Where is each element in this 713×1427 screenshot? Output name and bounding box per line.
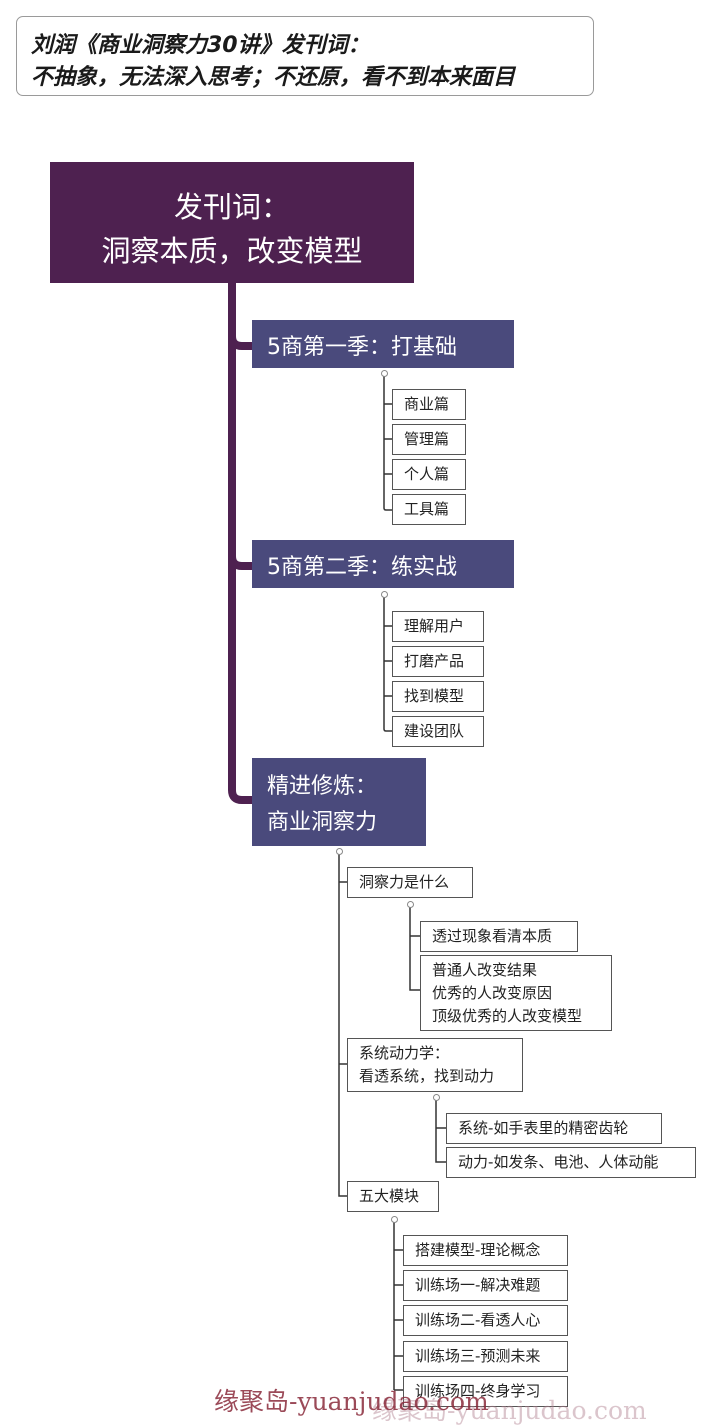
collapse-toggle-icon[interactable] (433, 1094, 440, 1101)
root-node[interactable]: 发刊词： 洞察本质，改变模型 (50, 162, 414, 283)
title-banner: 刘润《商业洞察力30讲》发刊词： 不抽象，无法深入思考；不还原，看不到本来面目 (16, 16, 594, 96)
branch-label-line-1: 精进修炼： (267, 774, 378, 799)
leaf-node[interactable]: 系统-如手表里的精密齿轮 (446, 1113, 662, 1144)
leaf-node[interactable]: 搭建模型-理论概念 (403, 1235, 568, 1266)
branch-node-season-1[interactable]: 5商第一季：打基础 (252, 320, 514, 368)
topic-node[interactable]: 五大模块 (347, 1181, 439, 1212)
leaf-node[interactable]: 商业篇 (392, 389, 466, 420)
title-line-2: 不抽象，无法深入思考；不还原，看不到本来面目 (31, 65, 516, 90)
branch-1-connector (383, 374, 392, 511)
leaf-node[interactable]: 工具篇 (392, 494, 466, 525)
root-node-line-2: 洞察本质，改变模型 (101, 234, 363, 268)
leaf-node[interactable]: 训练场四-终身学习 (403, 1376, 568, 1407)
leaf-node[interactable]: 个人篇 (392, 459, 466, 490)
collapse-toggle-icon[interactable] (391, 1216, 398, 1223)
leaf-node-multiline[interactable]: 普通人改变结果 优秀的人改变原因 顶级优秀的人改变模型 (420, 955, 612, 1031)
leaf-node[interactable]: 训练场一-解决难题 (403, 1270, 568, 1301)
branch-3-connector (338, 852, 347, 1197)
leaf-node[interactable]: 动力-如发条、电池、人体动能 (446, 1147, 696, 1178)
topic-node-multiline[interactable]: 系统动力学： 看透系统，找到动力 (347, 1038, 523, 1092)
leaf-node[interactable]: 打磨产品 (392, 646, 484, 677)
collapse-toggle-icon[interactable] (336, 848, 343, 855)
branch-node-season-2[interactable]: 5商第二季：练实战 (252, 540, 514, 588)
root-node-line-1: 发刊词： (173, 190, 290, 224)
branch-2-connector (383, 595, 392, 732)
leaf-node[interactable]: 建设团队 (392, 716, 484, 747)
sub-1-connector (409, 905, 420, 991)
watermark: 缘聚岛-yuanjudao.com (214, 1387, 489, 1416)
collapse-toggle-icon[interactable] (381, 370, 388, 377)
branch-label: 5商第二季：练实战 (267, 555, 457, 580)
trunk-connector (228, 283, 252, 804)
branch-label-line-2: 商业洞察力 (267, 810, 378, 835)
title-line-1: 刘润《商业洞察力30讲》发刊词： (31, 33, 370, 58)
collapse-toggle-icon[interactable] (381, 591, 388, 598)
trunk-to-branch-2 (228, 555, 252, 570)
leaf-node[interactable]: 找到模型 (392, 681, 484, 712)
leaf-node[interactable]: 透过现象看清本质 (420, 921, 578, 952)
leaf-node[interactable]: 管理篇 (392, 424, 466, 455)
trunk-to-branch-1 (228, 335, 252, 350)
leaf-node[interactable]: 理解用户 (392, 611, 484, 642)
sub-2-connector (435, 1098, 446, 1163)
branch-label: 5商第一季：打基础 (267, 335, 457, 360)
branch-node-insight[interactable]: 精进修炼： 商业洞察力 (252, 758, 426, 846)
leaf-node[interactable]: 训练场二-看透人心 (403, 1305, 568, 1336)
topic-node[interactable]: 洞察力是什么 (347, 867, 473, 898)
leaf-node[interactable]: 训练场三-预测未来 (403, 1341, 568, 1372)
collapse-toggle-icon[interactable] (407, 901, 414, 908)
watermark-ghost: 缘聚岛-yuanjudao.com (372, 1396, 647, 1425)
